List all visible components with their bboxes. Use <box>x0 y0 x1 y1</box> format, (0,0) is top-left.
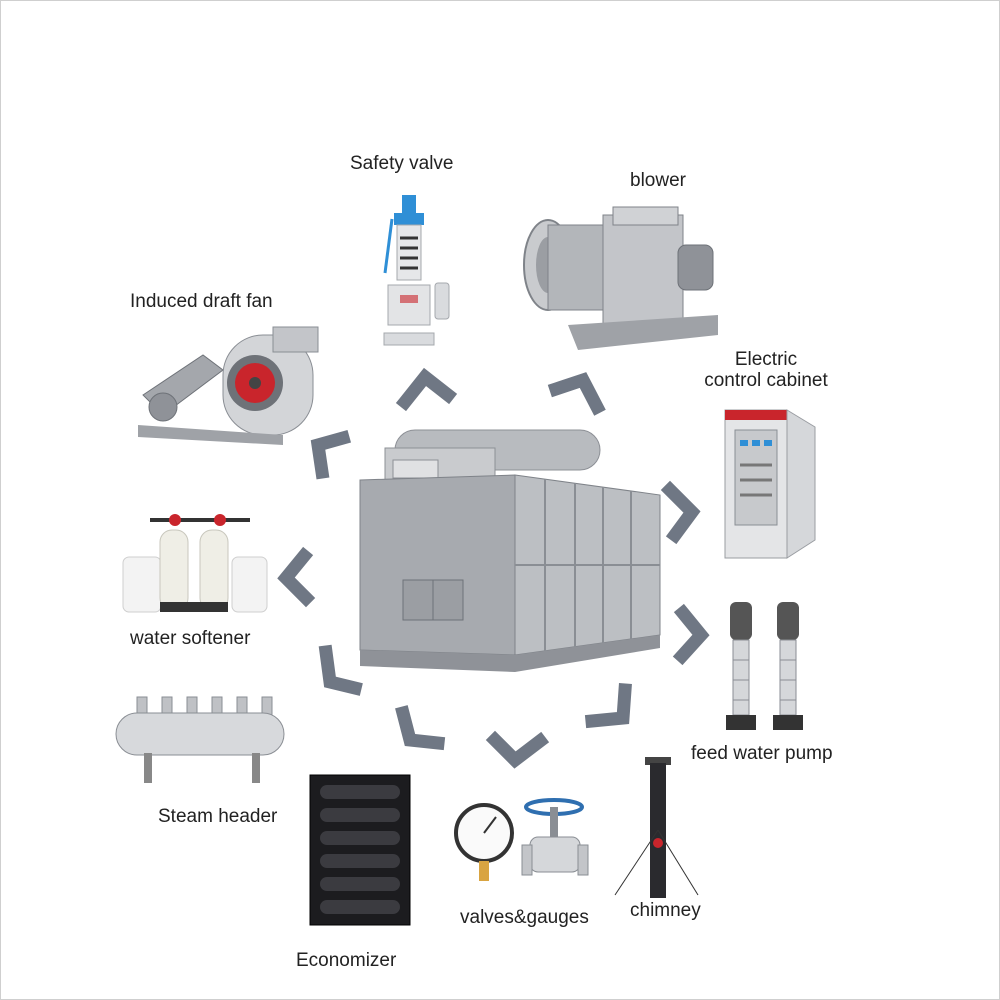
steam-header-label: Steam header <box>158 806 278 827</box>
water-softener-image <box>122 514 268 613</box>
arrow-to-economizer <box>395 705 446 751</box>
arrow-to-control-cabinet <box>660 480 701 545</box>
arrow-to-water-softener <box>277 546 316 608</box>
induced-draft-fan-image <box>138 326 319 445</box>
induced-draft-fan-label: Induced draft fan <box>130 291 273 312</box>
chimney-image <box>614 757 699 898</box>
safety-valve-image <box>383 195 450 346</box>
boiler-image <box>359 429 661 672</box>
water-softener-label: water softener <box>130 628 251 649</box>
feed-water-pump-label: feed water pump <box>691 743 833 764</box>
electric-control-cabinet-label-line2: control cabinet <box>704 370 828 391</box>
blower-image <box>523 206 718 350</box>
arrow-to-blower <box>547 372 606 416</box>
electric-control-cabinet-label: Electric control cabinet <box>700 349 832 391</box>
chimney-label: chimney <box>630 900 701 921</box>
valves-gauges-label: valves&gauges <box>460 907 589 928</box>
arrow-to-valves-gauges <box>485 730 550 769</box>
blower-label: blower <box>630 170 686 191</box>
steam-header-image <box>115 696 285 783</box>
feed-water-pump-image <box>726 602 803 730</box>
safety-valve-label: Safety valve <box>350 153 454 174</box>
electric-control-cabinet-image <box>724 409 816 559</box>
economizer-label: Economizer <box>296 950 397 971</box>
arrow-to-steam-header <box>318 644 363 696</box>
valves-gauges-image <box>454 798 589 881</box>
arrow-to-induced-draft-fan <box>310 429 352 480</box>
economizer-image <box>309 774 411 926</box>
arrow-to-safety-valve <box>395 367 458 412</box>
electric-control-cabinet-label-line1: Electric <box>734 349 798 370</box>
arrow-to-chimney <box>584 683 632 729</box>
arrow-to-feed-water-pump <box>672 603 710 666</box>
